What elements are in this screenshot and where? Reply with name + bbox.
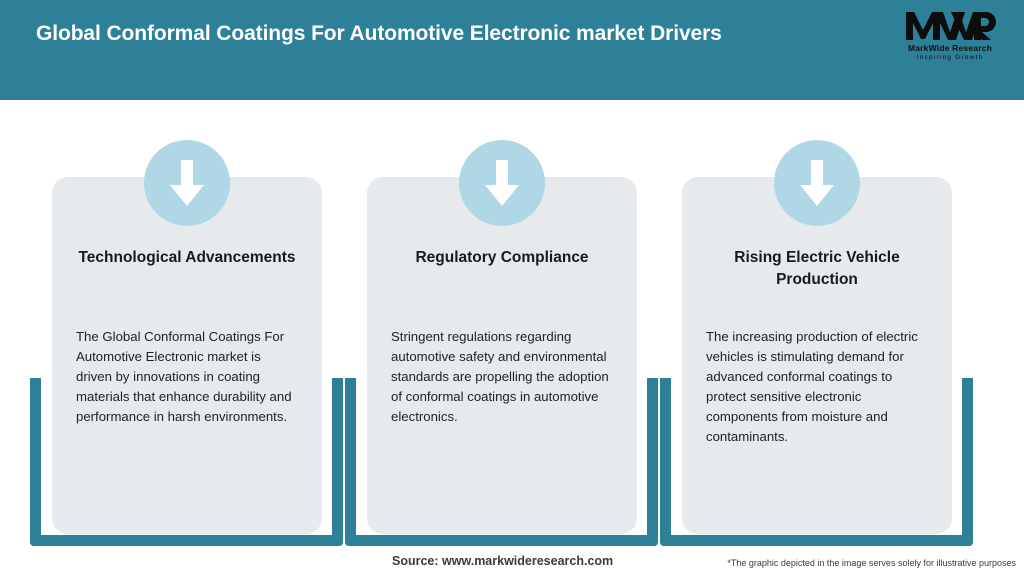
logo-tagline: Inspiring Growth (916, 54, 984, 61)
driver-card-1[interactable]: Technological Advancements The Global Co… (52, 177, 322, 534)
drivers-diagram: Technological Advancements The Global Co… (0, 100, 1024, 576)
driver-card-1-title: Technological Advancements (78, 249, 296, 266)
down-arrow-icon-3 (774, 140, 860, 226)
card-frame-2 (345, 378, 658, 546)
driver-card-1-description: The Global Conformal Coatings For Automo… (76, 329, 292, 425)
down-arrow-icon-2 (459, 140, 545, 226)
driver-card-2[interactable]: Regulatory Compliance Stringent regulati… (367, 177, 637, 534)
logo-company-name: MarkWide Research (907, 43, 993, 53)
mwr-monogram-icon (906, 12, 996, 40)
down-arrow-icon-1 (144, 140, 230, 226)
down-arrow-glyph (170, 160, 204, 206)
driver-card-3[interactable]: Rising Electric Vehicle Production The i… (682, 177, 952, 534)
down-arrow-glyph (485, 160, 519, 206)
driver-card-2-title: Regulatory Compliance (415, 249, 589, 266)
markwide-research-logo: MarkWide Research Inspiring Growth (898, 8, 1002, 70)
page-title: Global Conformal Coatings For Automotive… (36, 22, 722, 45)
driver-card-2-description: Stringent regulations regarding automoti… (391, 329, 609, 425)
page-header: Global Conformal Coatings For Automotive… (0, 0, 1024, 100)
driver-card-3-title: Rising Electric Vehicle Production (734, 249, 900, 289)
driver-card-3-description: The increasing production of electric ve… (706, 329, 918, 445)
disclaimer-label: *The graphic depicted in the image serve… (727, 558, 1016, 568)
card-frame-3 (660, 378, 973, 546)
source-label: Source: www.markwideresearch.com (392, 554, 614, 568)
down-arrow-glyph (800, 160, 834, 206)
card-frame-1 (30, 378, 343, 546)
